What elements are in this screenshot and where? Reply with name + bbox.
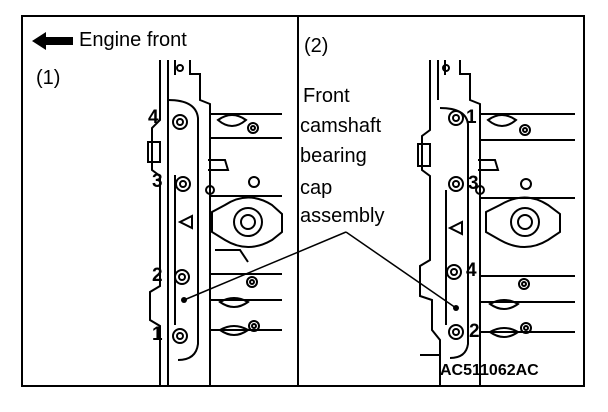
p2-bolt-number: 1 <box>466 107 477 128</box>
panel-1-label: (1) <box>36 67 61 89</box>
callout-line-4: cap <box>300 177 333 199</box>
p2-bolt-number: 3 <box>468 173 479 194</box>
p2-bolt-number: 4 <box>466 260 477 281</box>
p1-bolt-number: 4 <box>148 107 159 128</box>
p1-bolt-number: 3 <box>152 171 163 192</box>
callout-leaders <box>183 231 457 309</box>
p1-bolt-number: 1 <box>152 324 163 345</box>
panel-2-bolts <box>446 110 464 340</box>
panel-1-drawing <box>147 60 283 386</box>
p1-bolt-number: 2 <box>152 265 163 286</box>
callout-line-1: Front <box>303 85 350 107</box>
engine-front-label: Engine front <box>79 29 187 51</box>
callout-line-3: bearing <box>300 145 367 167</box>
p2-bolt-number: 2 <box>469 321 480 342</box>
outer-frame <box>21 15 585 387</box>
callout-line-2: camshaft <box>300 115 382 137</box>
engine-front-arrow-icon <box>32 32 73 50</box>
panel-2-label: (2) <box>304 35 329 57</box>
figure-code: AC511062AC <box>440 362 539 379</box>
callout-line-5: assembly <box>300 205 385 227</box>
panel-2-drawing <box>417 60 575 386</box>
panel-1-bolts <box>172 114 191 344</box>
